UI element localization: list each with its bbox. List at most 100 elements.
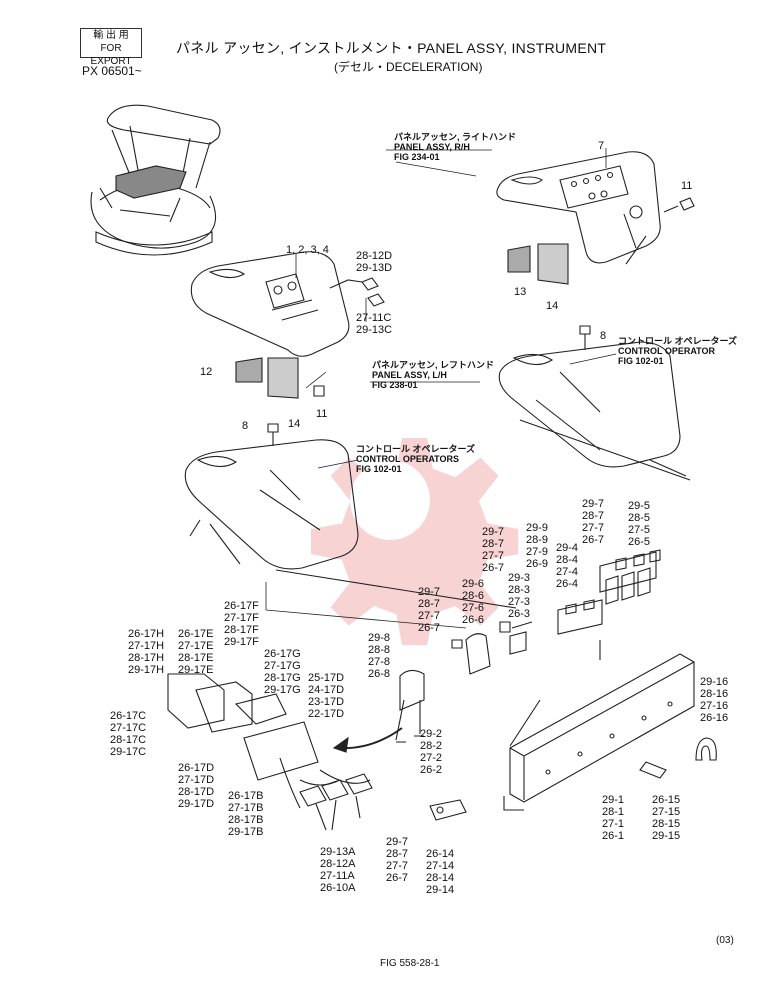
export-label-en: FOR EXPORT — [90, 43, 132, 67]
part-group-26-17b: 26-17B 27-17B 28-17B 29-17B — [228, 790, 263, 838]
part-number: 27-7 — [482, 550, 505, 562]
part-number: 26-5 — [628, 536, 651, 548]
part-label-13: 13 — [514, 286, 527, 298]
part-number: 28-17E — [178, 652, 214, 664]
part-number: 29-17F — [224, 636, 259, 648]
part-group-29-13a: 29-13A 28-12A 27-11A 26-10A — [320, 846, 355, 894]
part-number: 29-3 — [508, 572, 531, 584]
part-number: 27-1 — [602, 818, 625, 830]
part-label-1-2-3-4: 1, 2, 3, 4 — [286, 244, 329, 256]
part-number: 29-2 — [420, 728, 443, 740]
callout-line: PANEL ASSY, R/H — [394, 142, 470, 152]
callout-panel-lh: パネルアッセン, レフトハンド PANEL ASSY, L/H FIG 238-… — [372, 360, 494, 390]
part-number: 26-7 — [418, 622, 441, 634]
part-group-29-6: 29-6 28-6 27-6 26-6 — [462, 578, 484, 626]
part-group-29-7c: 29-7 28-7 27-7 26-7 — [418, 586, 440, 634]
part-number: 27-16 — [700, 700, 729, 712]
part-number: 26-17C — [110, 710, 147, 722]
part-number: 28-17C — [110, 734, 147, 746]
control-operators-left — [184, 439, 517, 609]
part-number: 28-17B — [228, 814, 264, 826]
part-number: 26-17F — [224, 600, 259, 612]
part-number: 29-7 — [582, 498, 605, 510]
part-number: 27-17D — [178, 774, 215, 786]
part-group-25-17d: 25-17D 24-17D 23-17D 22-17D — [308, 672, 344, 720]
callout-panel-rh: パネルアッセン, ライトハンド PANEL ASSY, R/H FIG 234-… — [394, 132, 516, 162]
part-group-26-17d: 26-17D 27-17D 28-17D 29-17D — [178, 762, 214, 810]
part-number: 29-17G — [264, 684, 301, 696]
relay-block — [557, 549, 661, 635]
part-number: 28-17F — [224, 624, 259, 636]
serial-range: PX 06501~ — [82, 64, 142, 78]
part-number: 29-7 — [386, 836, 409, 848]
part-number: 28-16 — [700, 688, 729, 700]
part-number: 26-14 — [426, 848, 455, 860]
switch-parts — [395, 621, 533, 743]
callout-line: コントロール オペレーターズ — [618, 336, 738, 346]
part-number: 27-7 — [582, 522, 605, 534]
part-number: 28-12D — [356, 250, 393, 262]
part-group-26-17h: 26-17H 27-17H 28-17H 29-17H — [128, 628, 164, 676]
decals-13-14 — [507, 243, 569, 285]
part-number: 29-17H — [128, 664, 165, 676]
part-number: 28-7 — [582, 510, 605, 522]
part-number: 26-17E — [178, 628, 214, 640]
part-number: 29-4 — [556, 542, 579, 554]
callout-line: FIG 234-01 — [394, 152, 440, 162]
clip-29-16 — [695, 737, 717, 761]
part-number: 26-17D — [178, 762, 215, 774]
part-number: 27-17H — [128, 640, 165, 652]
part-number: 27-5 — [628, 524, 651, 536]
callout-control-right: コントロール オペレーターズ CONTROL OPERATOR FIG 102-… — [618, 336, 737, 366]
part-number: 27-6 — [462, 602, 485, 614]
figure-number: FIG 558-28-1 — [380, 958, 440, 969]
callout-line: FIG 102-01 — [618, 356, 664, 366]
part-number: 28-8 — [368, 644, 391, 656]
part-number: 28-6 — [462, 590, 485, 602]
watermark-logo — [311, 438, 519, 646]
part-label-11-top: 11 — [681, 180, 693, 192]
part-group-26-17f: 26-17F 27-17F 28-17F 29-17F — [224, 600, 259, 648]
part-label-14-top: 14 — [546, 300, 559, 312]
part-number: 27-17G — [264, 660, 301, 672]
part-number: 27-17E — [178, 640, 214, 652]
part-number: 26-7 — [386, 872, 409, 884]
part-number: 28-17H — [128, 652, 165, 664]
part-number: 29-8 — [368, 632, 391, 644]
part-group-29-5: 29-5 28-5 27-5 26-5 — [628, 500, 650, 548]
part-number: 27-8 — [368, 656, 391, 668]
export-label-jp: 輸 出 用 — [93, 30, 129, 41]
callout-line: PANEL ASSY, L/H — [372, 370, 447, 380]
part-number: 26-3 — [508, 608, 531, 620]
part-number: 27-11C — [356, 312, 392, 324]
part-group-26-15: 26-15 27-15 28-15 29-15 — [652, 794, 680, 842]
part-number: 27-14 — [426, 860, 455, 872]
part-number: 28-5 — [628, 512, 651, 524]
part-number: 26-17H — [128, 628, 165, 640]
part-number: 28-4 — [556, 554, 579, 566]
callout-line: FIG 238-01 — [372, 380, 418, 390]
control-operators-right — [498, 341, 691, 481]
part-label-11-center: 11 — [316, 408, 328, 420]
page-title: パネル アッセン, インストルメント・PANEL ASSY, INSTRUMEN… — [176, 40, 607, 56]
part-label-8-left: 8 — [242, 420, 249, 432]
part-number: 28-9 — [526, 534, 549, 546]
part-group-29-8: 29-8 28-8 27-8 26-8 — [368, 632, 390, 680]
callout-line: コントロール オペレーターズ — [356, 444, 476, 454]
part-group-29-7a: 29-7 28-7 27-7 26-7 — [582, 498, 604, 546]
callout-line: CONTROL OPERATOR — [618, 346, 716, 356]
part-number: 27-3 — [508, 596, 531, 608]
part-number: 27-17B — [228, 802, 264, 814]
part-number: 26-7 — [482, 562, 505, 574]
part-number: 27-2 — [420, 752, 443, 764]
part-group-29-4: 29-4 28-4 27-4 26-4 — [556, 542, 578, 590]
part-number: 29-17D — [178, 798, 215, 810]
strip-26-15 — [639, 761, 667, 779]
page-subtitle: (デセル・DECELERATION) — [334, 60, 483, 74]
callout-control-left: コントロール オペレーターズ CONTROL OPERATORS FIG 102… — [356, 444, 475, 474]
part-label-7: 7 — [598, 140, 605, 152]
part-label-12: 12 — [200, 366, 213, 378]
callout-line: CONTROL OPERATORS — [356, 454, 460, 464]
page-number: (03) — [716, 935, 734, 946]
